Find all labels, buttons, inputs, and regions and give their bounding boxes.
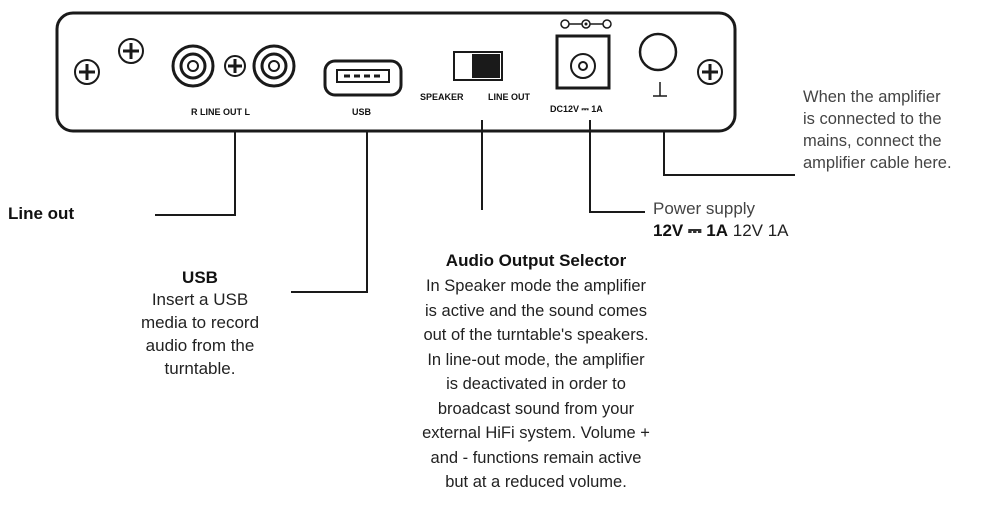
power-value: 12V ⎓ 1A	[653, 221, 728, 240]
polarity-symbol-icon	[560, 19, 612, 29]
usb-desc-line: audio from the	[145, 336, 255, 355]
leader-ground	[663, 130, 795, 176]
usb-desc-line: Insert a USB	[151, 290, 249, 309]
speaker-panel-label: SPEAKER	[420, 92, 464, 102]
selector-desc-line: In Speaker mode the amplifier	[425, 277, 647, 295]
line-out-title: Line out	[8, 204, 75, 223]
selector-desc-line: In line-out mode, the amplifier	[427, 350, 645, 369]
power-title: Power supply	[653, 199, 756, 218]
screw-icon	[74, 59, 100, 85]
power-value-row: 12V ⎓ 1A 12V 1A	[653, 220, 789, 242]
selector-callout: Audio Output Selector In Speaker mode th…	[376, 248, 696, 495]
ground-callout: When the amplifier is connected to the m…	[803, 86, 952, 174]
selector-title: Audio Output Selector	[445, 251, 627, 270]
ground-desc-line: When the amplifier	[803, 88, 941, 106]
leader-power	[589, 120, 645, 213]
leader-usb	[291, 130, 368, 293]
screw-icon	[118, 38, 144, 64]
rca-jack-left-icon	[252, 44, 296, 88]
lineout-panel-label: LINE OUT	[488, 92, 531, 102]
line-out-panel-label: R LINE OUT L	[191, 107, 250, 117]
power-value-repeat: 12V 1A	[732, 221, 789, 240]
selector-desc-line: but at a reduced volume.	[445, 473, 627, 491]
screw-icon	[224, 55, 246, 77]
dc-panel-label: DC12V ⎓ 1A	[550, 104, 603, 114]
screw-icon	[697, 59, 723, 85]
usb-callout: USB Insert a USB media to record audio f…	[125, 268, 275, 380]
selector-desc-line: out of the turntable's speakers.	[423, 326, 649, 344]
ground-terminal-icon	[638, 32, 678, 72]
selector-desc-line: is active and the sound comes	[425, 301, 647, 320]
ground-desc-line: mains, connect the	[803, 132, 942, 150]
power-callout: Power supply 12V ⎓ 1A 12V 1A	[653, 198, 789, 242]
ground-symbol-icon	[653, 82, 667, 97]
selector-desc-line: external HiFi system. Volume +	[422, 424, 650, 442]
selector-desc-line: and - functions remain active	[430, 448, 642, 467]
usb-desc-line: media to record	[140, 313, 260, 332]
usb-panel-label: USB	[352, 107, 372, 117]
leader-line-out	[155, 130, 236, 216]
ground-desc-line: amplifier cable here.	[803, 154, 952, 172]
ground-desc-line: is connected to the	[803, 110, 942, 128]
selector-desc-line: is deactivated in order to	[446, 375, 626, 393]
selector-desc-line: broadcast sound from your	[437, 399, 635, 418]
usb-desc-line: turntable.	[164, 359, 236, 378]
selector-switch-icon	[453, 51, 503, 81]
usb-port-icon	[323, 59, 403, 97]
rca-jack-right-icon	[171, 44, 215, 88]
usb-title: USB	[182, 268, 218, 287]
dc-jack-icon	[555, 34, 611, 90]
